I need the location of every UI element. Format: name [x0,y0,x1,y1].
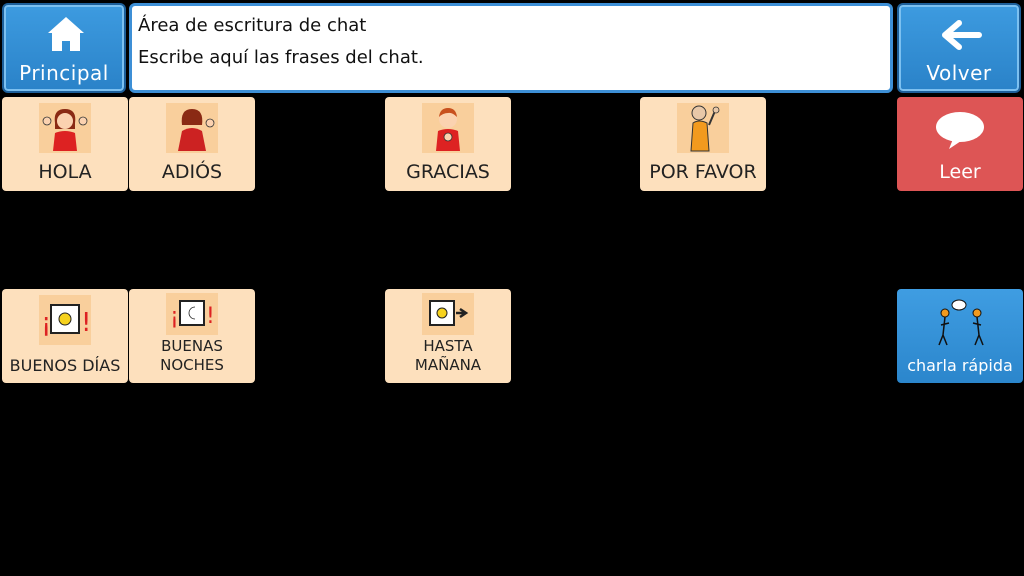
speech-bubble-icon [897,111,1023,151]
sun-window-icon: ¡ ! [39,295,91,345]
home-icon [4,15,124,55]
cell-label-line2: NOCHES [160,356,224,374]
cell-label: GRACIAS [406,161,490,183]
cell-buenos-dias[interactable]: ¡ ! BUENOS DÍAS [2,289,128,383]
cell-hasta-manana[interactable]: HASTA MAÑANA [385,289,511,383]
person-waving-goodbye-icon [166,103,218,153]
svg-text:¡: ¡ [41,308,51,338]
arrow-left-icon [899,15,1019,55]
cell-adios[interactable]: ADIÓS [129,97,255,191]
cell-por-favor[interactable]: POR FAVOR [640,97,766,191]
cell-label: HOLA [38,161,92,183]
svg-text:!: ! [206,304,215,329]
cell-label-line1: BUENAS [161,337,223,355]
boy-thanking-icon [422,103,474,153]
cell-buenas-noches[interactable]: ¡ ! BUENAS NOCHES [129,289,255,383]
home-button[interactable]: Principal [2,3,126,93]
cell-label-line2: MAÑANA [414,356,482,374]
quick-chat-label: charla rápida [907,356,1013,375]
sun-arrow-icon [422,293,474,335]
read-label: Leer [939,161,981,183]
cell-label: POR FAVOR [649,161,757,183]
cell-label-line1: HASTA [423,337,473,355]
chat-text-area[interactable]: Área de escritura de chat Escribe aquí l… [129,3,893,93]
cell-label: ADIÓS [161,161,223,183]
quick-chat-button[interactable]: charla rápida [897,289,1023,383]
cell-label: HASTA MAÑANA [385,337,511,375]
back-button[interactable]: Volver [897,3,1021,93]
cell-label: BUENOS DÍAS [9,356,121,375]
svg-text:!: ! [81,308,91,338]
moon-window-icon: ¡ ! [166,293,218,335]
person-please-icon [677,103,729,153]
girl-waving-icon [39,103,91,153]
svg-text:¡: ¡ [170,304,179,329]
read-button[interactable]: Leer [897,97,1023,191]
back-label: Volver [926,61,992,85]
home-label: Principal [19,61,109,85]
chat-area-title: Área de escritura de chat [138,15,367,36]
cell-hola[interactable]: HOLA [2,97,128,191]
chat-area-hint: Escribe aquí las frases del chat. [138,47,424,68]
cell-gracias[interactable]: GRACIAS [385,97,511,191]
cell-label: BUENAS NOCHES [129,337,255,375]
people-talking-icon [897,295,1023,347]
